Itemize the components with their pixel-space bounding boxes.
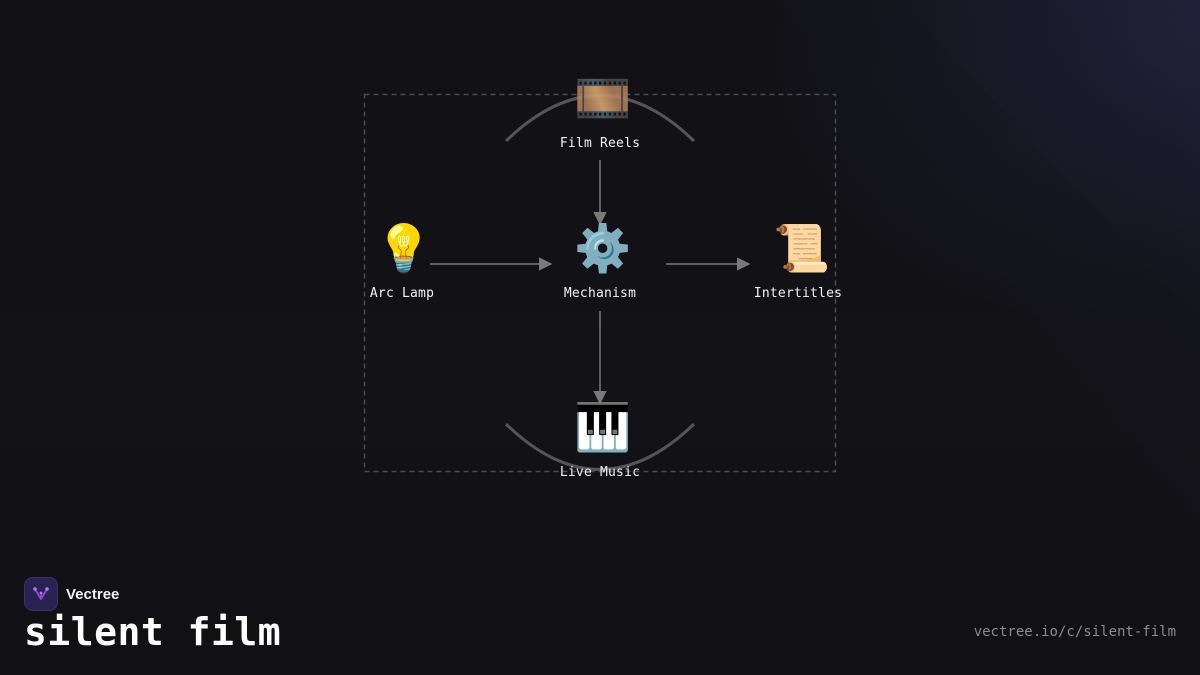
node-label: Live Music	[559, 465, 641, 480]
top-arc	[504, 94, 696, 143]
node-intertitles: 📜 Intertitles	[742, 220, 862, 301]
node-arc-lamp: 💡 Arc Lamp	[344, 220, 464, 301]
film-frames-icon: 🎞️	[574, 71, 632, 125]
brand: Vectree	[24, 577, 119, 611]
node-label: Intertitles	[753, 286, 843, 301]
brand-name: Vectree	[66, 585, 120, 603]
gear-icon: ⚙️	[574, 221, 632, 275]
node-label: Mechanism	[563, 286, 637, 301]
page-title: silent film	[24, 610, 282, 654]
node-label: Film Reels	[559, 136, 641, 151]
source-url[interactable]: vectree.io/c/silent-film	[973, 624, 1176, 640]
light-bulb-icon: 💡	[375, 221, 433, 275]
node-mechanism: ⚙️ Mechanism	[543, 220, 663, 301]
node-label: Arc Lamp	[369, 286, 435, 301]
node-live-music: 🎹 Live Music	[543, 399, 663, 480]
scroll-icon: 📜	[773, 221, 831, 275]
vectree-logo-icon	[24, 577, 58, 611]
node-film-reels: 🎞️ Film Reels	[543, 70, 663, 151]
piano-keys-icon: 🎹	[574, 400, 632, 454]
bottom-arc	[504, 422, 696, 471]
